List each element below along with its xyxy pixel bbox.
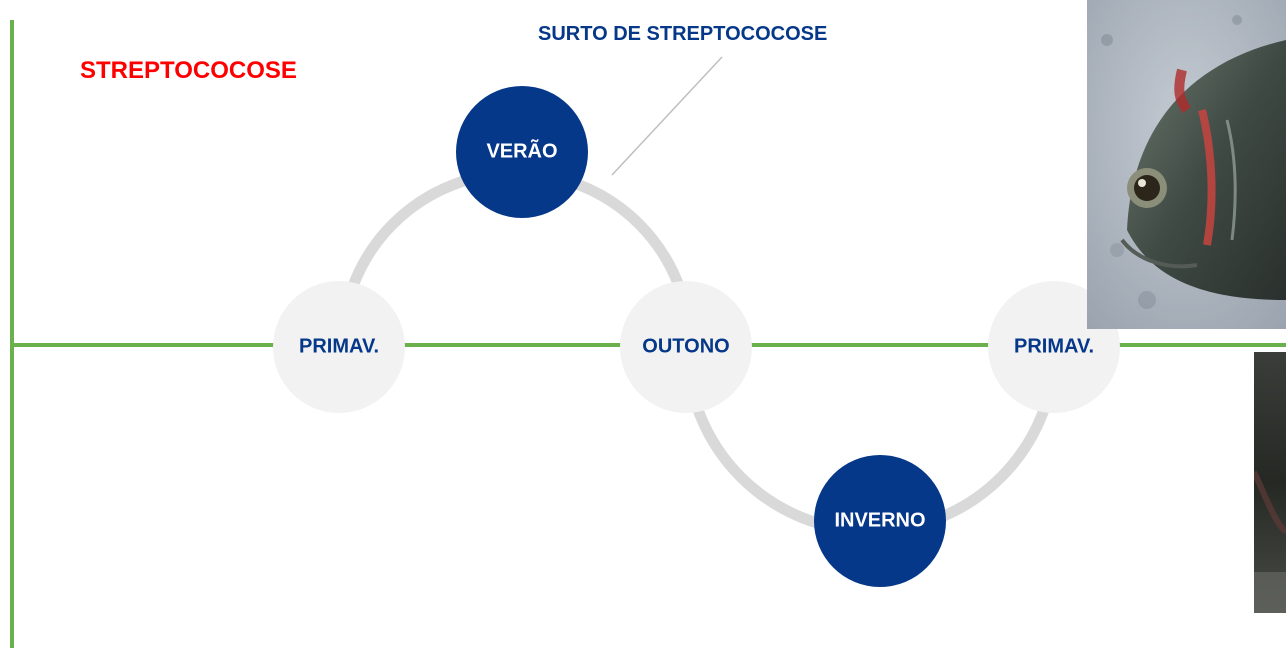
- season-node-verao: [456, 86, 588, 218]
- season-node-inverno: [814, 455, 946, 587]
- season-node-outono: [620, 281, 752, 413]
- outbreak-callout: SURTO DE STREPTOCOCOSE: [538, 23, 828, 45]
- season-node-primavera: [273, 281, 405, 413]
- page-title: STREPTOCOCOSE: [80, 57, 297, 84]
- season-label-primavera: PRIMAV.: [298, 335, 380, 358]
- infected-fish-photo: [1087, 0, 1286, 329]
- season-label-outono: OUTONO: [642, 335, 730, 358]
- season-label-verao: VERÃO: [486, 140, 558, 163]
- season-label-primavera-2: PRIMAV.: [1013, 335, 1095, 358]
- season-label-inverno: INVERNO: [834, 509, 926, 532]
- callout-leader-line: [611, 56, 723, 176]
- fish-detail-photo: [1254, 352, 1286, 613]
